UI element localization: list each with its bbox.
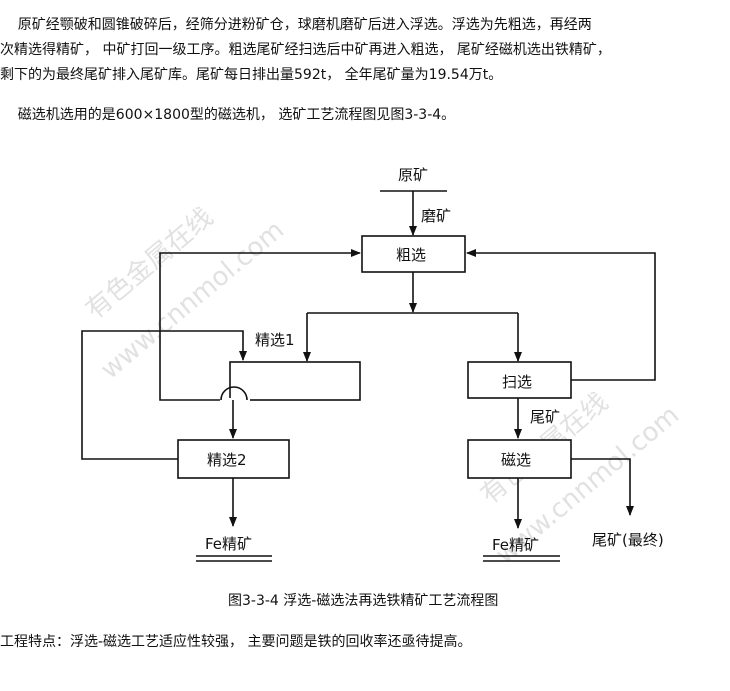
fe-conc-left-label: Fe精矿 [205, 535, 252, 553]
cleaner2-box [177, 439, 290, 479]
rougher-box [361, 235, 466, 273]
paragraph-2: 磁选机选用的是600×1800型的磁选机， 选矿工艺流程图见图3-3-4。 [0, 107, 456, 123]
scavenger-return-arrow [466, 249, 656, 381]
crossover-hump [220, 386, 248, 401]
features-text: 工程特点：浮选-磁选工艺适应性较强， 主要问题是铁的回收率还亟待提高。 [0, 634, 472, 650]
rougher-label: 粗选 [396, 246, 426, 264]
raw-ore-label: 原矿 [398, 166, 428, 184]
cleaner2-label: 精选2 [207, 451, 247, 469]
figure-caption: 图3-3-4 浮选-磁选法再选铁精矿工艺流程图 [228, 593, 499, 609]
cleaner1-label: 精选1 [255, 331, 295, 349]
magnetic-label: 磁选 [501, 451, 531, 469]
scavenger-tailings-label: 尾矿 [530, 408, 560, 426]
magnetic-box [467, 439, 572, 479]
to-final-tailings-arrow [571, 458, 634, 516]
cleaner1-return-arrow [159, 249, 361, 401]
scavenger-label: 扫选 [502, 373, 532, 391]
grinding-label: 磨矿 [421, 207, 451, 225]
final-tailings-label: 尾矿(最终) [592, 531, 664, 549]
fe-conc-right-label: Fe精矿 [492, 536, 539, 554]
cleaner2-return-arrow [81, 330, 247, 460]
paragraph-1-line-2: 次精选得精矿， 中矿打回一级工序。粗选尾矿经扫选后中矿再进入粗选， 尾矿经磁机选… [0, 42, 611, 58]
paragraph-1-line-1: 原矿经颚破和圆锥破碎后，经筛分进粉矿仓，球磨机磨矿后进入浮选。浮选为先粗选，再经… [0, 17, 592, 33]
cleaner1-box [229, 361, 361, 401]
paragraph-1-line-3: 剩下的为最终尾矿排入尾矿库。尾矿每日排出量592t， 全年尾矿量为19.54万t… [0, 67, 503, 83]
